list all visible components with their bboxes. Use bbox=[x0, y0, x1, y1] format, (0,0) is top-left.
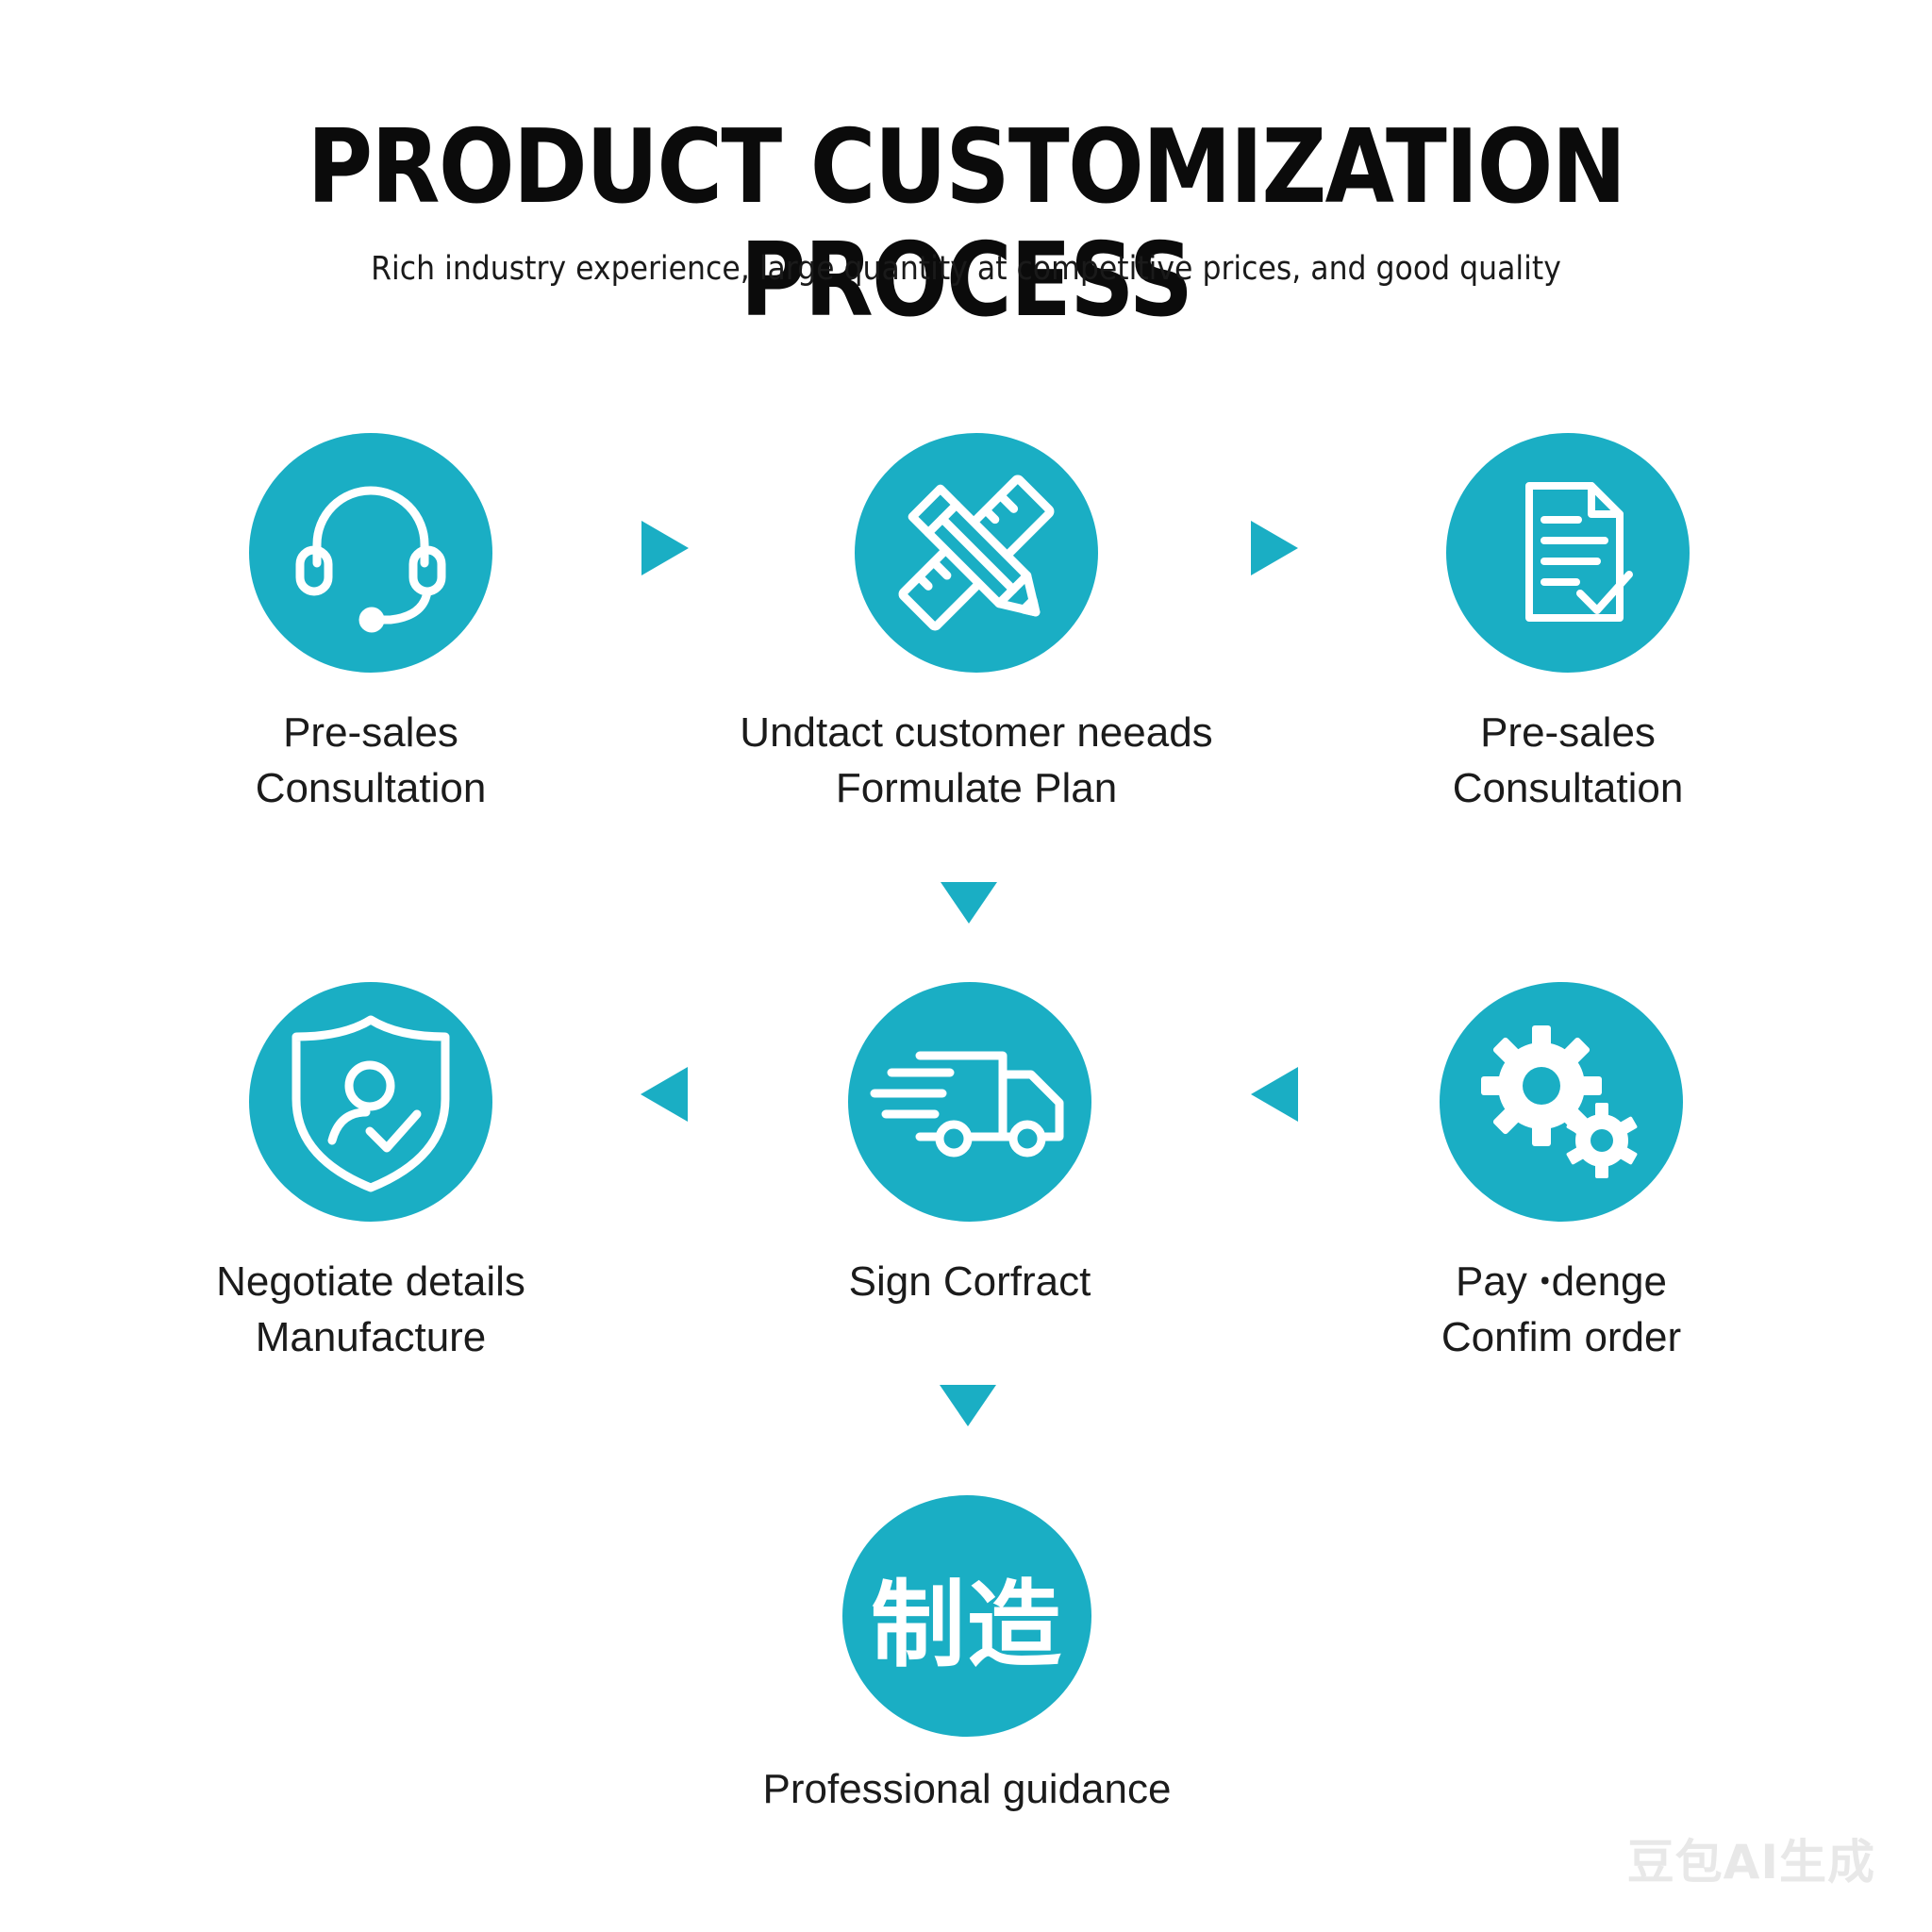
step-3-line-2: Consultation bbox=[1452, 765, 1684, 811]
arrow-down-2 bbox=[940, 1385, 996, 1426]
arrow-right-2 bbox=[1251, 521, 1298, 575]
arrow-right-1 bbox=[641, 521, 689, 575]
step-6-label: Negotiate details Manufacture bbox=[125, 1254, 616, 1365]
watermark: 豆包AI生成 bbox=[1626, 1835, 1875, 1890]
step-2: Undtact customer neeads Formulate Plan bbox=[731, 433, 1222, 816]
step-2-label: Undtact customer neeads Formulate Plan bbox=[731, 705, 1222, 816]
gears-icon bbox=[1481, 1025, 1638, 1178]
delivery-truck-icon bbox=[870, 1051, 1064, 1158]
document-check-icon bbox=[1525, 482, 1633, 622]
step-4: Pay ꞏdenge Confim order bbox=[1316, 982, 1807, 1365]
step-4-line-1: Pay ꞏdenge bbox=[1456, 1258, 1667, 1305]
step-5-line-1: Sign Corfract bbox=[848, 1258, 1091, 1305]
step-1-circle bbox=[249, 433, 492, 673]
step-1-line-1: Pre-sales bbox=[283, 709, 458, 756]
step-6-line-1: Negotiate details bbox=[216, 1258, 525, 1305]
step-4-line-2: Confim order bbox=[1441, 1314, 1682, 1360]
step-2-circle bbox=[855, 433, 1098, 673]
step-4-circle bbox=[1440, 982, 1683, 1222]
page-subtitle: Rich industry experience, large quantity… bbox=[371, 250, 1561, 288]
page-title: PRODUCT CUSTOMIZATION PROCESS bbox=[307, 108, 1627, 340]
shield-user-check-icon bbox=[291, 1015, 450, 1192]
arrow-left-2 bbox=[1251, 1067, 1298, 1122]
step-5-label: Sign Corfract bbox=[724, 1254, 1215, 1309]
step-3-circle bbox=[1446, 433, 1690, 673]
text-badge-icon: 制造 bbox=[871, 1569, 1063, 1680]
step-4-label: Pay ꞏdenge Confim order bbox=[1316, 1254, 1807, 1365]
headset-icon bbox=[295, 486, 446, 633]
step-3-line-1: Pre-sales bbox=[1480, 709, 1656, 756]
pencil-ruler-icon bbox=[898, 475, 1055, 631]
arrow-left-1 bbox=[641, 1067, 688, 1122]
step-3: Pre-sales Consultation bbox=[1323, 433, 1813, 816]
step-7: 制造 Professional guidance bbox=[722, 1495, 1212, 1817]
step-2-line-2: Formulate Plan bbox=[835, 765, 1118, 811]
step-7-label: Professional guidance bbox=[722, 1761, 1212, 1817]
step-2-line-1: Undtact customer neeads bbox=[740, 709, 1213, 756]
arrow-down-1 bbox=[941, 882, 997, 924]
step-1-line-2: Consultation bbox=[255, 765, 487, 811]
step-1: Pre-sales Consultation bbox=[125, 433, 616, 816]
step-5: Sign Corfract bbox=[724, 982, 1215, 1309]
step-6: Negotiate details Manufacture bbox=[125, 982, 616, 1365]
step-7-line-1: Professional guidance bbox=[762, 1766, 1172, 1812]
step-6-circle bbox=[249, 982, 492, 1222]
step-1-label: Pre-sales Consultation bbox=[125, 705, 616, 816]
step-3-label: Pre-sales Consultation bbox=[1323, 705, 1813, 816]
step-6-line-2: Manufacture bbox=[255, 1314, 487, 1360]
step-5-circle bbox=[848, 982, 1091, 1222]
step-7-circle: 制造 bbox=[842, 1495, 1091, 1737]
